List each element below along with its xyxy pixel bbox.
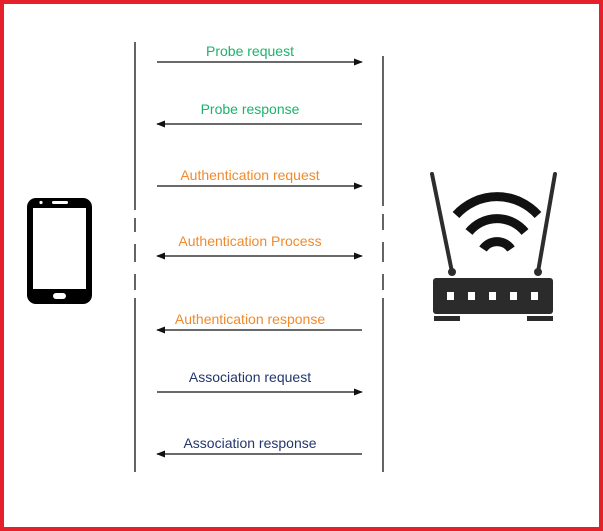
message-label: Authentication request — [180, 167, 319, 183]
smartphone-icon — [27, 198, 92, 304]
wifi-router-icon — [430, 172, 557, 321]
message-label: Association request — [189, 369, 311, 385]
message-label: Probe response — [201, 101, 300, 117]
message-label: Association response — [183, 435, 316, 451]
message-label: Probe request — [206, 43, 294, 59]
message-label: Authentication response — [175, 311, 325, 327]
message-label: Authentication Process — [178, 233, 321, 249]
